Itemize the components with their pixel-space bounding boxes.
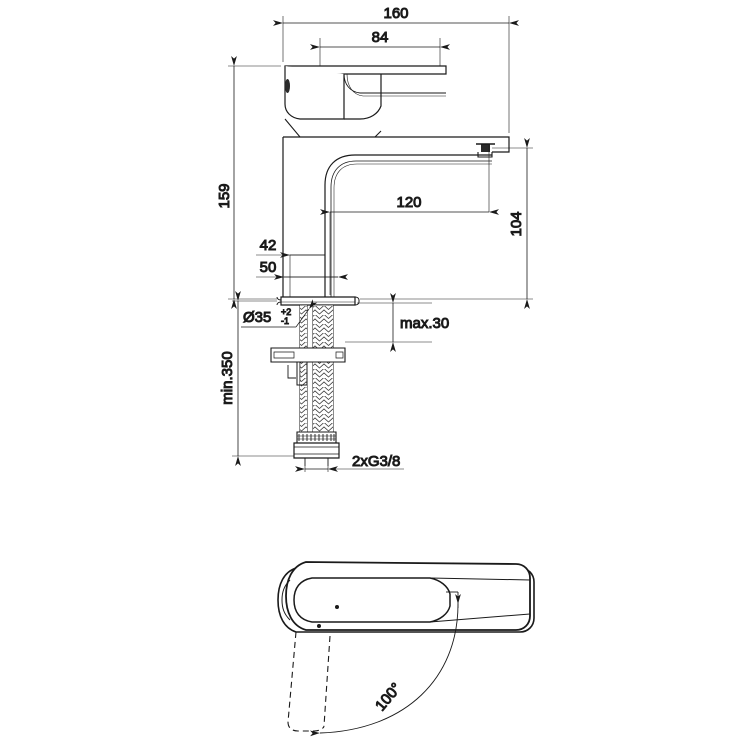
dimension-lever-length: 84 <box>310 29 450 66</box>
dim-min350-label: min.350 <box>219 351 236 404</box>
dim-42-label: 42 <box>260 237 277 254</box>
dim-84-label: 84 <box>372 29 389 46</box>
plan-lever-rotated-ghost <box>287 631 331 732</box>
dimension-base-width: 50 <box>256 259 348 280</box>
dim-tol-lower-label: -1 <box>281 316 289 326</box>
lever-handle <box>284 65 447 138</box>
dim-tol-upper-label: +2 <box>281 307 291 317</box>
dim-diameter-label: Ø35 <box>243 309 271 326</box>
shank-and-hoses <box>270 304 346 466</box>
dimension-base-front: 42 <box>256 237 325 297</box>
dim-160-label: 160 <box>383 5 408 22</box>
dim-120-label: 120 <box>396 194 421 211</box>
plan-rotation-arc <box>309 591 461 737</box>
callout-connections: 2xG3/8 <box>295 453 404 472</box>
dimension-max-thickness: max.30 <box>345 293 450 352</box>
dimension-spout-height: 104 <box>360 138 533 309</box>
plan-lever-inner <box>293 577 451 623</box>
elevation-view: 160 84 159 <box>216 5 533 472</box>
faucet-body-spout <box>282 136 510 297</box>
dim-angle-label: 100° <box>372 680 405 715</box>
deck-plate <box>276 296 360 306</box>
plan-pivot-mark-upper <box>335 605 339 609</box>
dim-50-label: 50 <box>260 259 277 276</box>
dimension-overall-height: 159 <box>216 56 281 309</box>
dim-max30-label: max.30 <box>400 315 449 332</box>
dim-2xg38-label: 2xG3/8 <box>352 453 400 470</box>
callout-hole-diameter: Ø35 +2 -1 <box>241 299 318 328</box>
dim-159-label: 159 <box>216 183 233 208</box>
dimension-min-hose-length: min.350 <box>219 291 294 466</box>
dimension-overall-width: 160 <box>273 5 519 133</box>
dimension-spout-reach: 120 <box>320 145 499 295</box>
plan-view: 100° <box>277 561 535 737</box>
plan-pivot-mark-lower <box>317 624 321 628</box>
dim-104-label: 104 <box>508 211 525 236</box>
